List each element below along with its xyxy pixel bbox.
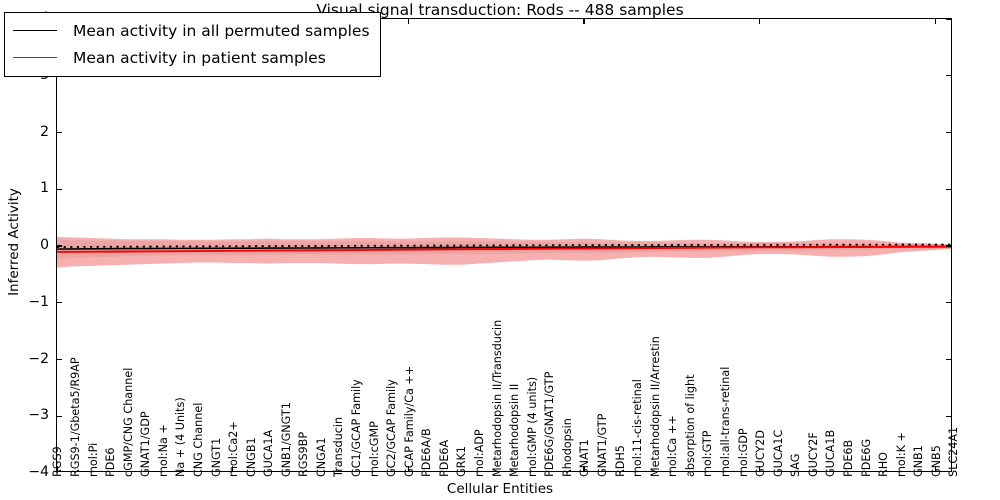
x-tick-label: mol:GMP (4 units) [525,376,539,477]
x-tick-label: GUCA1A [262,429,276,477]
x-tick-label: mol:Pi [86,442,100,477]
x-tick-label: Na + (4 Units) [174,397,188,477]
y-tick-mark [946,188,951,190]
x-tick-mark [232,466,234,471]
x-tick-label: mol:Na + [156,424,170,477]
x-tick-mark [407,19,410,24]
x-tick-label: CNG Channel [191,402,205,477]
x-tick-label: Metarhodopsin II/Arrestin [648,336,662,477]
x-tick-label: RGS9-1/Gbeta5/R9AP [68,357,82,477]
x-tick-label: RDH5 [613,445,627,477]
x-tick-label: cGMP/CNG Channel [121,367,135,477]
y-tick-mark [57,358,62,361]
x-tick-label: GNAT1/GDP [139,411,153,477]
x-tick-label: GNB1 [912,445,926,477]
x-axis-label: Cellular Entities [446,481,554,497]
legend-line-red-icon [13,57,57,58]
y-tick-label: −1 [28,293,49,310]
x-tick-label: RGS9 [51,446,65,477]
x-tick-mark [583,19,585,24]
x-tick-mark [759,466,761,471]
x-tick-label: GUCA1B [824,429,838,477]
x-tick-label: Metarhodopsin II [508,383,522,477]
x-tick-label: GUCA1C [771,429,785,477]
x-tick-label: mol:GDP [736,428,750,477]
x-tick-label: Transducin [332,416,346,477]
x-tick-label: GUCY2F [806,432,820,477]
x-tick-label: GNAT1/GTP [596,413,610,477]
x-tick-label: absorption of light [683,374,697,477]
x-tick-label: GC1/GCAP Family [350,379,364,477]
legend-entry-permuted: Mean activity in all permuted samples [13,17,370,44]
x-tick-label: SAG [789,453,803,477]
y-tick-mark [57,131,62,134]
x-tick-label: GRK1 [455,446,469,477]
x-tick-label: PDE6G [859,438,873,477]
x-tick-label: mol:11-cis-retinal [631,379,645,477]
y-tick-label: −3 [28,407,49,424]
x-tick-label: mol:Ca ++ [666,415,680,477]
y-tick-mark [946,19,951,20]
legend-entry-patient: Mean activity in patient samples [13,44,370,71]
x-tick-label: GCAP Family/Ca ++ [402,365,416,477]
y-tick-mark [946,245,951,247]
x-tick-label: PDE6A [437,439,451,477]
x-tick-label: GNB1/GNGT1 [279,402,293,477]
x-tick-label: Rhodopsin [560,418,574,477]
x-tick-label: SLC24A1 [947,426,961,477]
x-tick-label: mol:ADP [473,429,487,477]
y-tick-mark [57,415,62,417]
x-tick-label: mol:K + [894,432,908,477]
x-tick-label: RHO [877,452,891,477]
x-tick-mark [407,466,410,471]
y-tick-mark [946,415,951,417]
y-tick-mark [57,188,62,190]
y-tick-label: 1 [40,180,49,197]
x-tick-label: RGS9BP [297,431,311,477]
chart-title: Visual signal transduction: Rods -- 488 … [316,1,684,19]
x-tick-label: Metarhodopsin II/Transducin [490,319,504,477]
y-tick-label: 2 [40,123,49,140]
x-tick-label: GNB5 [929,445,943,477]
legend-label-permuted: Mean activity in all permuted samples [73,21,370,40]
x-tick-label: GC2/GCAP Family [385,379,399,477]
x-tick-label: mol:Ca2+ [227,421,241,477]
y-tick-mark [946,75,951,77]
x-tick-label: mol:GTP [701,430,715,477]
x-tick-label: PDE6 [104,447,118,477]
x-tick-label: GUCY2D [754,429,768,477]
x-tick-label: PDE6B [841,439,855,477]
data-layer [57,236,951,268]
x-tick-mark [759,19,761,24]
y-tick-label: −4 [28,464,49,480]
y-tick-label: 0 [40,237,49,253]
y-tick-mark [57,302,62,304]
x-tick-label: PDE6G/GNAT1/GTP [543,371,557,477]
y-tick-mark [57,245,62,247]
y-tick-label: −2 [28,350,49,367]
x-tick-label: CNGB1 [244,437,258,477]
x-tick-mark [583,466,585,471]
x-tick-mark [57,466,58,471]
x-tick-label: PDE6A/B [420,428,434,477]
x-tick-mark [934,466,937,471]
plot-area [56,18,952,472]
x-tick-label: mol:cGMP [367,421,381,477]
x-tick-label: GNGT1 [209,437,223,477]
y-tick-mark [946,358,951,361]
x-tick-label: GNAT1 [578,439,592,477]
x-tick-label: CNGA1 [314,437,328,477]
x-tick-mark [934,19,937,24]
x-tick-label: mol:all-trans-retinal [719,366,732,477]
chart-legend: Mean activity in all permuted samples Me… [4,12,381,77]
y-tick-mark [946,302,951,304]
legend-label-patient: Mean activity in patient samples [73,48,326,67]
legend-line-black-icon [13,30,57,31]
y-tick-mark [946,131,951,134]
